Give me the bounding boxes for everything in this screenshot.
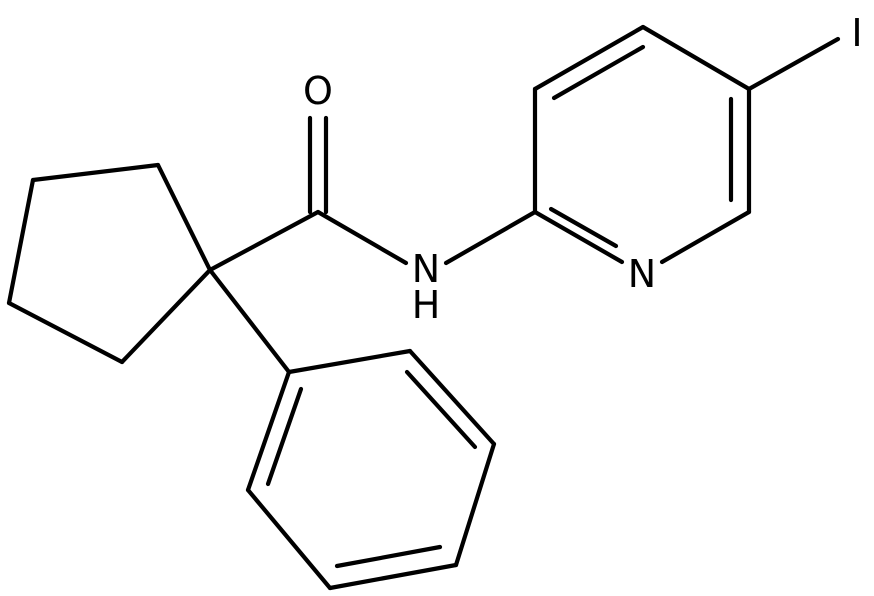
bond-ph-inner-1 xyxy=(404,369,478,450)
bond-py-c6-n xyxy=(659,209,752,265)
oxygen-label: O xyxy=(303,69,333,113)
bond-ph-3 xyxy=(453,441,497,568)
bond-py-inner-1 xyxy=(551,44,646,101)
bond-cp-3 xyxy=(6,177,36,306)
bond-c5-iodine xyxy=(746,36,841,92)
bond-py-c3-c4 xyxy=(532,24,646,92)
amide-group xyxy=(207,115,538,273)
amide-hydrogen-label: H xyxy=(412,283,441,327)
bond-quatC-carbonylC xyxy=(207,209,321,273)
amide-nitrogen-label: N xyxy=(412,247,440,291)
bond-ph-inner-2 xyxy=(334,544,443,569)
bond-quatC-phenyl xyxy=(207,267,292,375)
bond-ph-5 xyxy=(245,487,333,591)
pyridine-ring xyxy=(532,24,841,265)
bond-ph-4 xyxy=(327,562,459,591)
bond-N-pyridineC2 xyxy=(443,209,538,266)
cyclopentane-ring xyxy=(6,162,213,365)
bond-carbonylC-N xyxy=(315,209,409,266)
bond-ph-1 xyxy=(286,348,413,375)
bond-cp-2 xyxy=(30,162,161,183)
bond-ph-inner-3 xyxy=(265,386,304,487)
iodine-label: I xyxy=(851,11,862,55)
bond-cp-5 xyxy=(119,267,213,365)
phenyl-ring xyxy=(207,267,497,591)
bond-ph-6 xyxy=(245,369,292,493)
bond-py-n-c2 xyxy=(532,209,625,265)
bond-ph-2 xyxy=(407,348,497,447)
pyridine-nitrogen-label: N xyxy=(628,252,656,296)
bond-cp-4 xyxy=(6,300,125,365)
bond-py-c4-c5 xyxy=(640,24,752,92)
bond-py-inner-3 xyxy=(548,206,619,249)
bond-cp-1 xyxy=(155,162,213,273)
